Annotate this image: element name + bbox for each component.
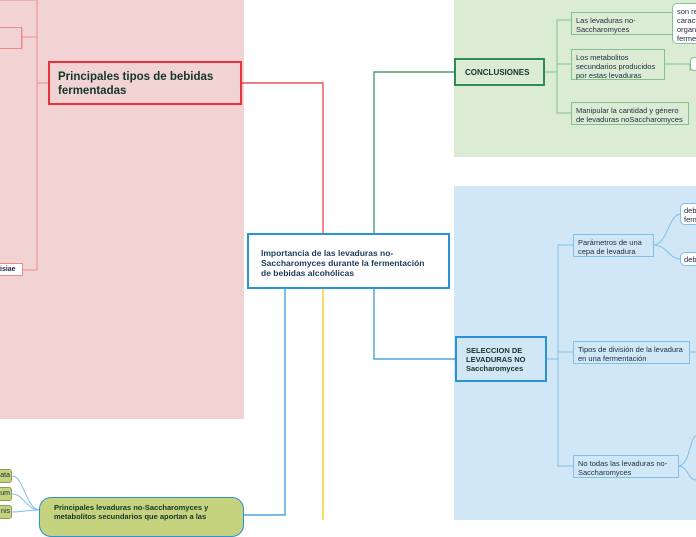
green-main-node[interactable]: Principales levaduras no-Saccharomyces y… [39,497,244,537]
seleccion-sub-1-label: deb ferm [684,206,696,224]
main-topic-bebidas[interactable]: Principales tipos de bebidas fermentadas [48,61,242,105]
green-item-2[interactable]: um [0,487,12,501]
green-item-1-label: ata [0,472,10,479]
green-main-label: Principales levaduras no-Saccharomyces y… [54,503,209,521]
seleccion-sub-2-label: deb [684,255,696,264]
seleccion-item-1[interactable]: Parámetros de una cepa de levadura [573,234,654,257]
seleccion-node[interactable]: SELECCION DE LEVADURAS NO Saccharomyces [455,336,547,382]
seleccion-item-1-label: Parámetros de una cepa de levadura [578,238,642,256]
central-topic[interactable]: Importancia de las levaduras no-Saccharo… [247,233,450,289]
conclusion-sub-label: son re caract organ ferme [677,7,696,43]
conclusion-item-1-label: Las levaduras no-Saccharomyces [576,16,636,34]
conclusion-item-2[interactable]: Los metabolitos secundarios producidos p… [571,49,665,80]
seleccion-sub-node-2[interactable]: deb [680,252,696,266]
green-item-1[interactable]: ata [0,469,12,483]
conclusion-item-3-label: Manipular la cantidad y género de levadu… [576,106,683,124]
green-item-3-label: nis [1,508,10,515]
seleccion-item-3[interactable]: No todas las levaduras no-Saccharomyces [573,455,679,478]
central-topic-label: Importancia de las levaduras no-Saccharo… [261,248,425,279]
left-partial-node[interactable]: isiae [0,263,23,276]
seleccion-item-2-label: Tipos de división de la levadura en una … [578,345,683,363]
left-partial-label: isiae [0,266,16,273]
conclusion-item-1[interactable]: Las levaduras no-Saccharomyces [571,12,673,35]
left-top-stub[interactable] [0,27,22,49]
conclusion-item-2-label: Los metabolitos secundarios producidos p… [576,53,656,80]
green-item-3[interactable]: nis [0,505,12,519]
conclusion-sub-node[interactable]: son re caract organ ferme [672,3,696,44]
main-topic-bebidas-label: Principales tipos de bebidas fermentadas [58,71,214,97]
green-item-2-label: um [0,490,10,497]
seleccion-sub-node-1[interactable]: deb ferm [680,203,696,225]
seleccion-item-3-label: No todas las levaduras no-Saccharomyces [578,459,668,477]
conclusiones-label: CONCLUSIONES [465,68,530,77]
conclusiones-node[interactable]: CONCLUSIONES [454,58,545,86]
seleccion-label: SELECCION DE LEVADURAS NO Saccharomyces [466,346,526,373]
conclusion-item-3[interactable]: Manipular la cantidad y género de levadu… [571,102,689,125]
conclusion-sub-stub[interactable] [690,57,696,71]
seleccion-item-2[interactable]: Tipos de división de la levadura en una … [573,341,690,364]
